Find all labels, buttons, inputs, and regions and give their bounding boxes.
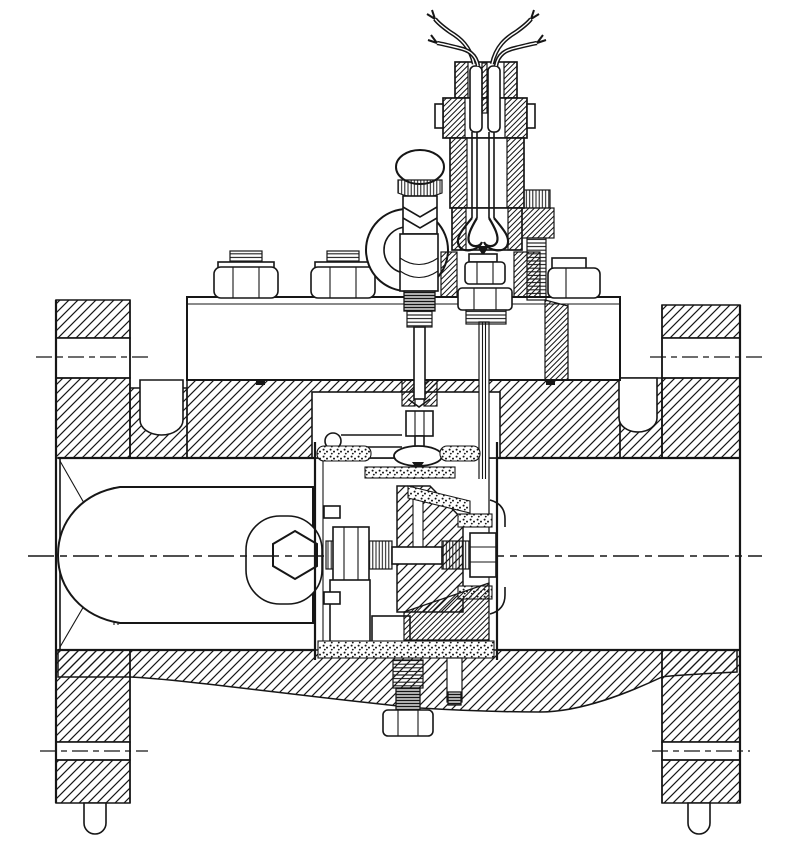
lead-tube	[487, 65, 501, 133]
seat-gasket	[364, 466, 456, 479]
frayed-end	[427, 34, 438, 44]
shaft-hex-nut	[332, 526, 370, 584]
adjusting-knob	[395, 149, 445, 407]
frayed-end	[536, 34, 547, 44]
seal-ring	[457, 513, 493, 528]
seam-dot-left	[256, 379, 265, 385]
seam-dot-right	[546, 379, 555, 385]
lead-tube	[469, 65, 483, 133]
top-gasket	[439, 445, 481, 462]
drain-plug	[382, 657, 463, 737]
retainer-clips	[489, 499, 506, 615]
frayed-end	[530, 9, 540, 20]
bottom-gasket	[317, 640, 495, 659]
packing-nut	[403, 290, 436, 312]
cage-assembly	[313, 442, 506, 660]
stem-nut-stack	[457, 253, 513, 325]
left-pipe-flange	[54, 299, 131, 835]
bonnet-stud-nuts	[213, 189, 601, 381]
hex-nut	[310, 266, 376, 299]
hex-nut	[464, 261, 506, 285]
left-foundation-stud	[83, 802, 107, 835]
gland-threads	[465, 309, 507, 325]
left-body-notch	[139, 379, 184, 436]
top-gasket	[316, 445, 372, 462]
electrical-leads	[426, 9, 547, 67]
right-foundation-stud	[687, 802, 711, 835]
hex-nut	[213, 266, 279, 299]
piston-plug	[56, 486, 323, 624]
hex-nut	[547, 267, 601, 299]
frayed-end	[426, 9, 436, 20]
hex-nut	[457, 287, 513, 311]
stem-chevrons	[402, 206, 438, 229]
cable-gland	[434, 61, 541, 298]
knurled-band	[397, 179, 443, 199]
right-body-notch	[618, 377, 658, 433]
drain-hex-head	[382, 709, 434, 737]
plug-hex-socket	[272, 529, 318, 581]
